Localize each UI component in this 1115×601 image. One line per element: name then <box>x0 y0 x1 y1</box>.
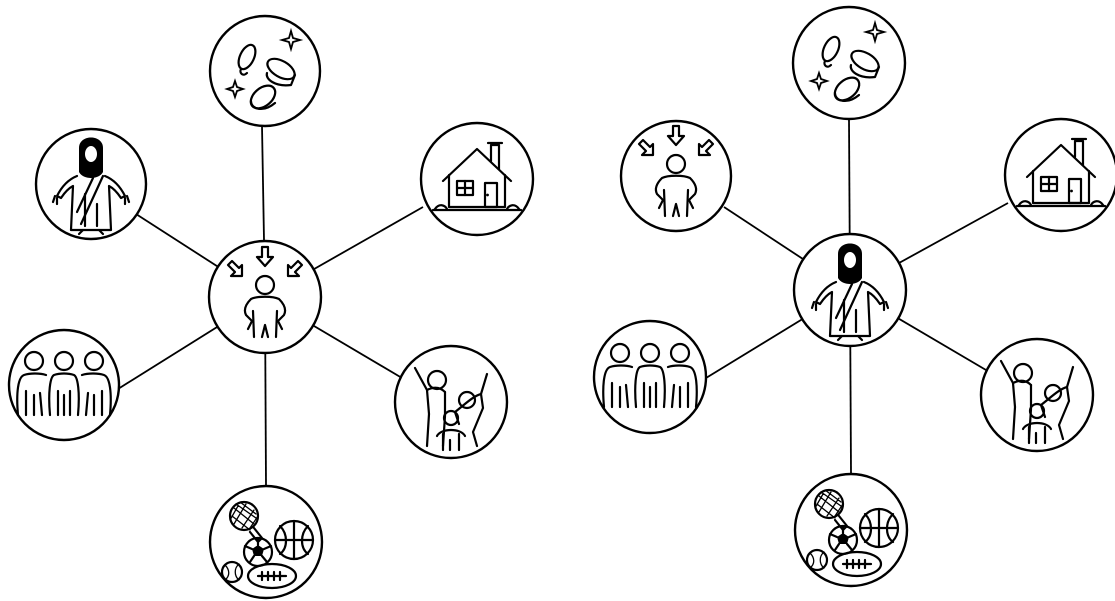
node-center-self <box>207 239 323 355</box>
node-coins <box>791 5 907 121</box>
diagram-right <box>592 5 1115 588</box>
diagram-left <box>7 14 535 600</box>
node-jesus <box>34 127 148 241</box>
node-self <box>619 119 733 233</box>
node-friends <box>7 328 121 442</box>
node-house <box>1003 117 1115 233</box>
node-house <box>419 121 535 237</box>
node-sports <box>793 472 909 588</box>
node-sports <box>208 484 324 600</box>
node-family <box>979 337 1095 453</box>
node-friends <box>592 319 708 435</box>
node-family <box>393 344 509 460</box>
node-center-jesus <box>792 232 908 348</box>
node-coins <box>208 14 322 128</box>
